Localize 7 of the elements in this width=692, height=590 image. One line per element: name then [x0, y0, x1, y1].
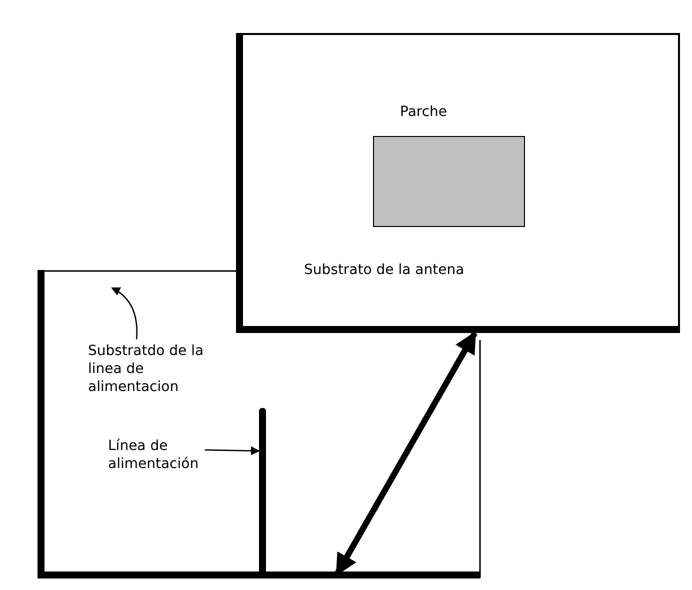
patch-label: Parche	[400, 103, 448, 121]
substrate-board	[236, 33, 680, 333]
arrow	[111, 287, 138, 340]
leader-text: Línea de alimentación	[108, 437, 203, 475]
substrate-label: Substrato de la antena	[304, 261, 464, 279]
arrow	[204, 446, 260, 456]
leader-text: Substratdo de la linea de alimentacion	[88, 342, 223, 398]
